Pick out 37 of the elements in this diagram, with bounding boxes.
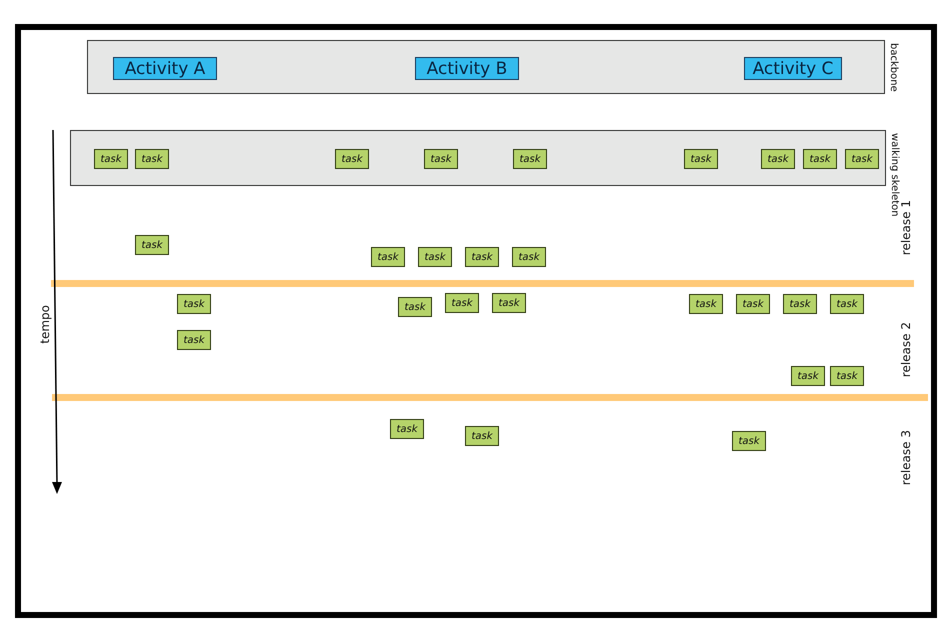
task-card: task — [732, 431, 766, 451]
task-card: task — [445, 293, 479, 313]
task-card: task — [783, 294, 817, 314]
release-label: release 3 — [899, 430, 913, 486]
release-label: release 1 — [899, 200, 913, 256]
task-card: task — [736, 294, 770, 314]
task-card: task — [845, 149, 879, 169]
lane-heading: walking skeleton — [889, 133, 900, 217]
task-card: task — [390, 419, 424, 439]
activity-card: Activity B — [415, 57, 519, 80]
task-card: task — [512, 247, 546, 267]
task-card: task — [135, 149, 169, 169]
task-card: task — [465, 426, 499, 446]
task-card: task — [177, 330, 211, 350]
task-card: task — [684, 149, 718, 169]
task-card: task — [465, 247, 499, 267]
task-card: task — [689, 294, 723, 314]
task-card: task — [761, 149, 795, 169]
activity-card: Activity A — [113, 57, 217, 80]
task-card: task — [94, 149, 128, 169]
task-card: task — [135, 235, 169, 255]
task-card: task — [830, 366, 864, 386]
task-card: task — [398, 297, 432, 317]
task-card: task — [371, 247, 405, 267]
task-card: task — [513, 149, 547, 169]
release-label: release 2 — [899, 322, 913, 378]
lane-heading: backbone — [888, 43, 899, 92]
task-card: task — [803, 149, 837, 169]
activity-card: Activity C — [744, 57, 842, 80]
task-card: task — [177, 294, 211, 314]
axis-label: tempo — [38, 305, 52, 344]
task-card: task — [830, 294, 864, 314]
task-card: task — [424, 149, 458, 169]
task-card: task — [791, 366, 825, 386]
task-card: task — [492, 293, 526, 313]
task-card: task — [335, 149, 369, 169]
task-card: task — [418, 247, 452, 267]
